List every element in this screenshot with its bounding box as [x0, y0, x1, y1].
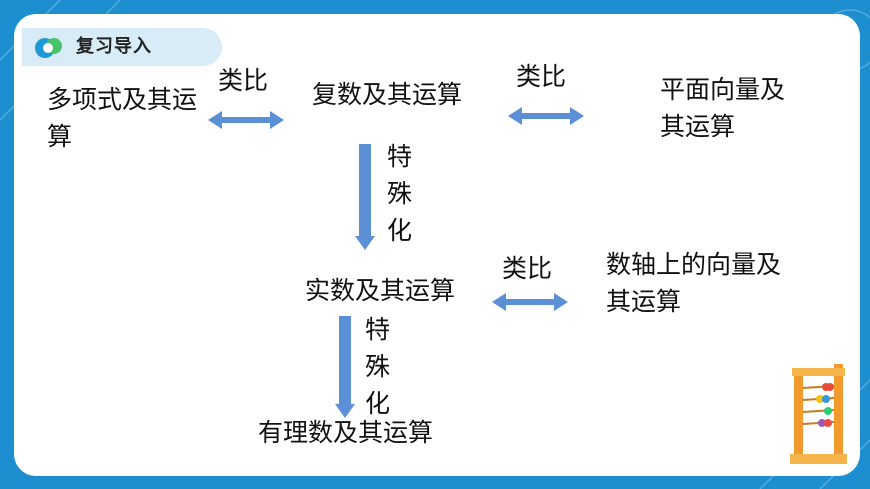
section-title: 复习导入 [76, 36, 152, 57]
node-plane-vector: 平面向量及其运算 [660, 75, 786, 141]
abacus-icon [790, 364, 847, 464]
content-card: 复习导入 多项式及其运算 复数及其运算 平面向量及其运算 实数及其运算 数轴上的… [14, 14, 860, 476]
double-arrow-analogy-2 [508, 107, 584, 125]
double-arrow-analogy-1 [208, 111, 284, 129]
node-real: 实数及其运算 [305, 276, 456, 305]
edge-label-specialize-1: 特殊化 [387, 142, 413, 245]
edge-label-analogy-1: 类比 [218, 66, 269, 95]
edge-label-specialize-2: 特殊化 [365, 315, 391, 418]
node-complex: 复数及其运算 [312, 80, 463, 109]
down-arrow-specialize-1 [355, 144, 375, 250]
down-arrow-specialize-2 [335, 316, 355, 418]
node-polynomial: 多项式及其运算 [47, 85, 198, 151]
edge-label-analogy-2: 类比 [516, 62, 567, 91]
edge-label-analogy-3: 类比 [502, 254, 553, 283]
logo-icon [35, 38, 62, 58]
double-arrow-analogy-3 [492, 293, 568, 311]
node-rational: 有理数及其运算 [258, 418, 434, 447]
node-axis-vector: 数轴上的向量及其运算 [606, 250, 782, 316]
section-header: 复习导入 [22, 28, 222, 66]
